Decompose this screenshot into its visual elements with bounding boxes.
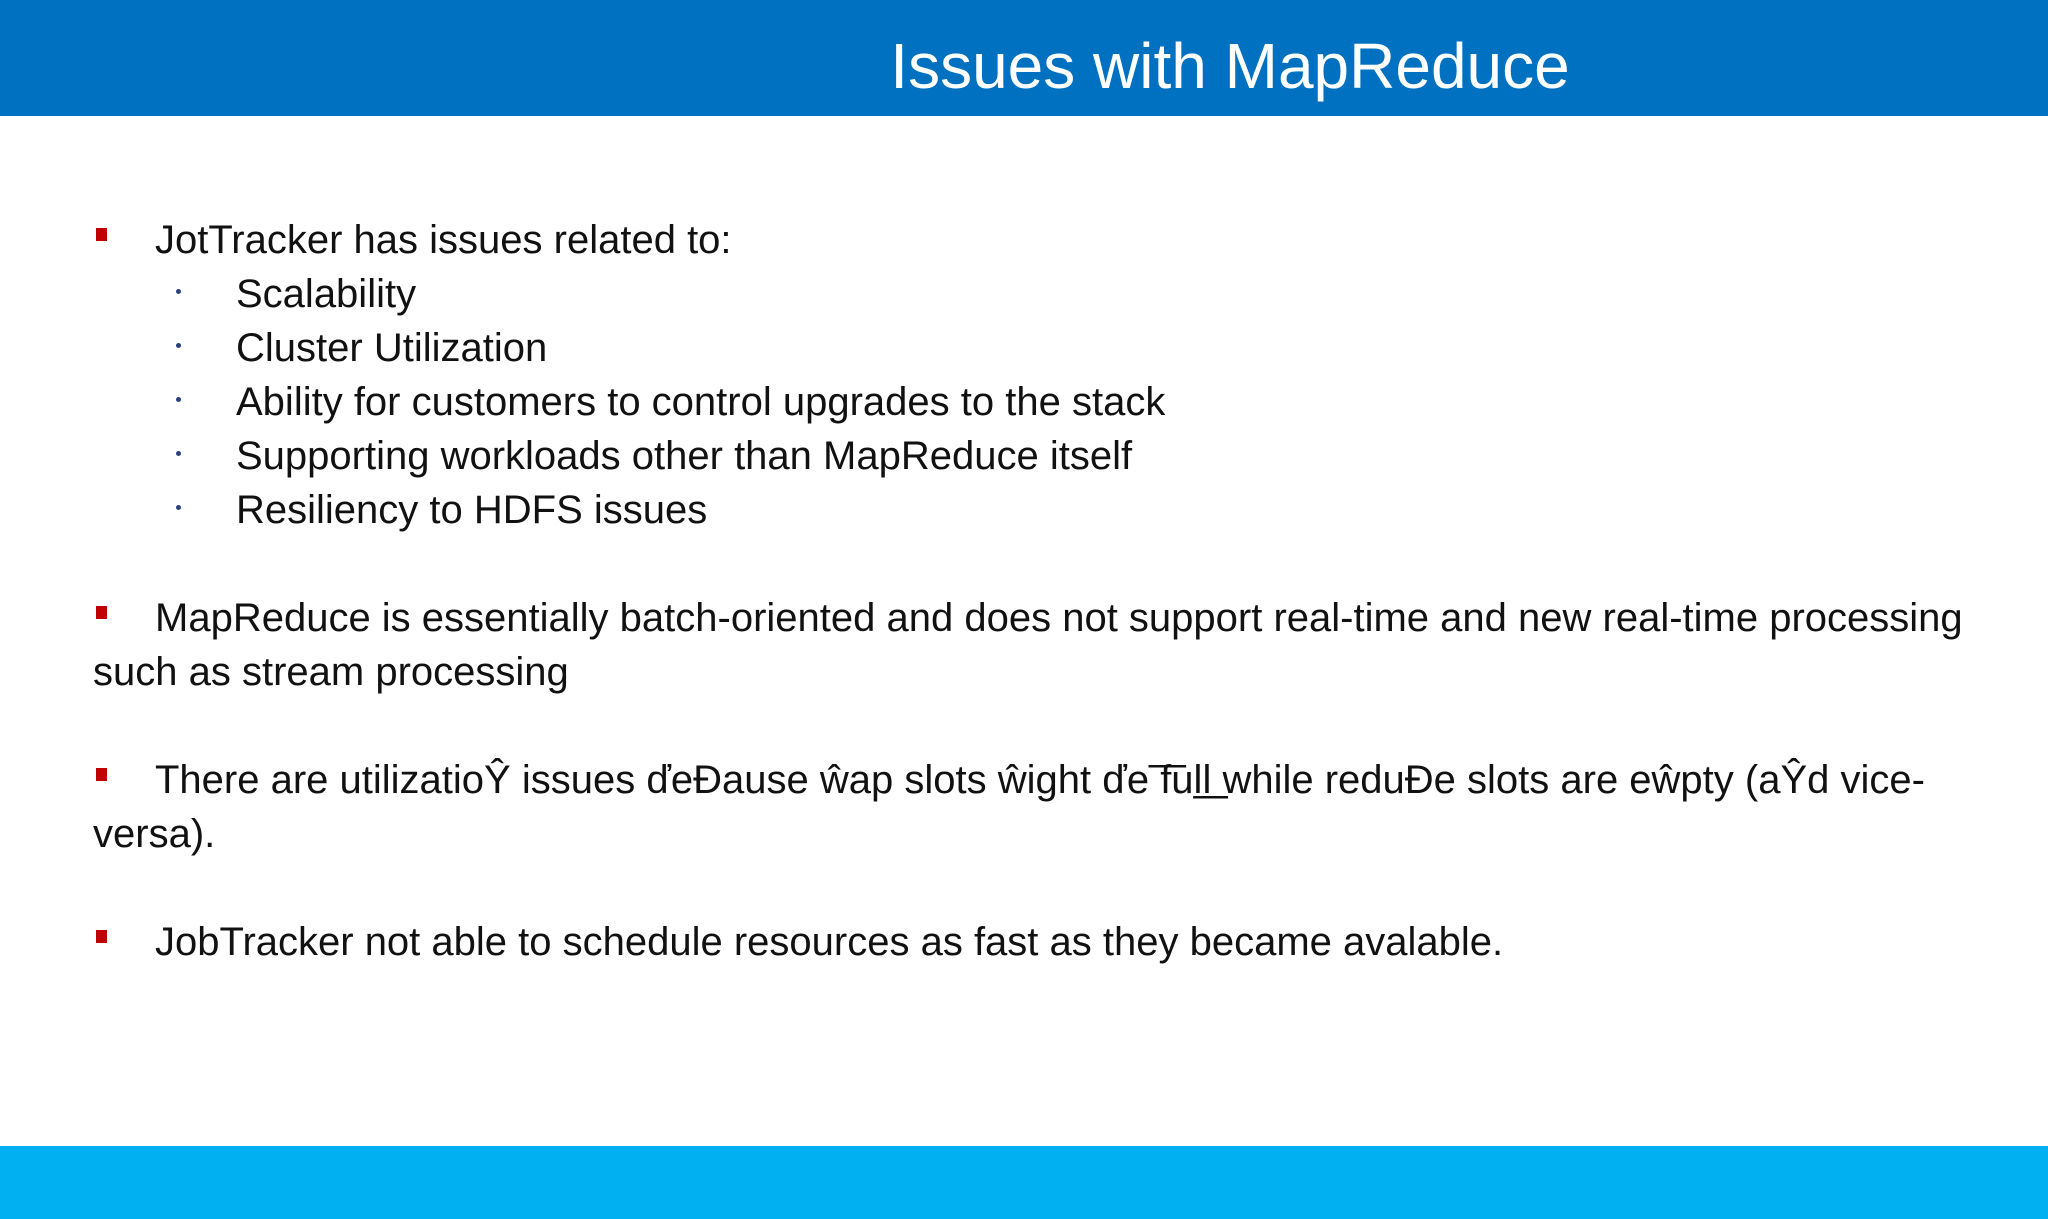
list-item: Cluster Utilization	[93, 321, 1973, 375]
slide-title: Issues with MapReduce	[890, 30, 1570, 102]
bullet-paragraph-2: MapReduce is essentially batch-oriented …	[93, 591, 1973, 699]
header-band	[0, 0, 2048, 116]
bullet-paragraph-4: JobTracker not able to schedule resource…	[93, 915, 1973, 969]
sub-item-text: Supporting workloads other than MapReduc…	[236, 434, 1133, 478]
sub-item-text: Ability for customers to control upgrade…	[236, 380, 1166, 424]
footer-band	[0, 1146, 2048, 1219]
list-item: Scalability	[93, 267, 1973, 321]
sub-item-text: Resiliency to HDFS issues	[236, 488, 708, 532]
sub-item-text: Cluster Utilization	[236, 326, 548, 370]
bullet-text-2: MapReduce is essentially batch-oriented …	[93, 596, 1963, 694]
bullet-text-3: There are utilizatioŶ issues ďeĐause ŵap…	[93, 758, 1925, 856]
slide-content: JotTracker has issues related to: Scalab…	[93, 213, 1973, 969]
sub-item-text: Scalability	[236, 272, 417, 316]
square-bullet-icon	[96, 930, 107, 943]
list-item: Resiliency to HDFS issues	[93, 483, 1973, 537]
dot-bullet-icon	[176, 451, 181, 456]
bullet-text-4: JobTracker not able to schedule resource…	[155, 920, 1504, 964]
list-item: Ability for customers to control upgrade…	[93, 375, 1973, 429]
bullet-text-1: JotTracker has issues related to:	[155, 218, 732, 262]
bullet-paragraph-1: JotTracker has issues related to:	[93, 213, 1973, 267]
square-bullet-icon	[96, 768, 107, 781]
list-item: Supporting workloads other than MapReduc…	[93, 429, 1973, 483]
dot-bullet-icon	[176, 505, 181, 510]
dot-bullet-icon	[176, 397, 181, 402]
bullet-paragraph-3: There are utilizatioŶ issues ďeĐause ŵap…	[93, 753, 1973, 861]
sub-bullet-list: Scalability Cluster Utilization Ability …	[93, 267, 1973, 537]
square-bullet-icon	[96, 228, 107, 241]
square-bullet-icon	[96, 606, 107, 619]
dot-bullet-icon	[176, 289, 181, 294]
dot-bullet-icon	[176, 343, 181, 348]
